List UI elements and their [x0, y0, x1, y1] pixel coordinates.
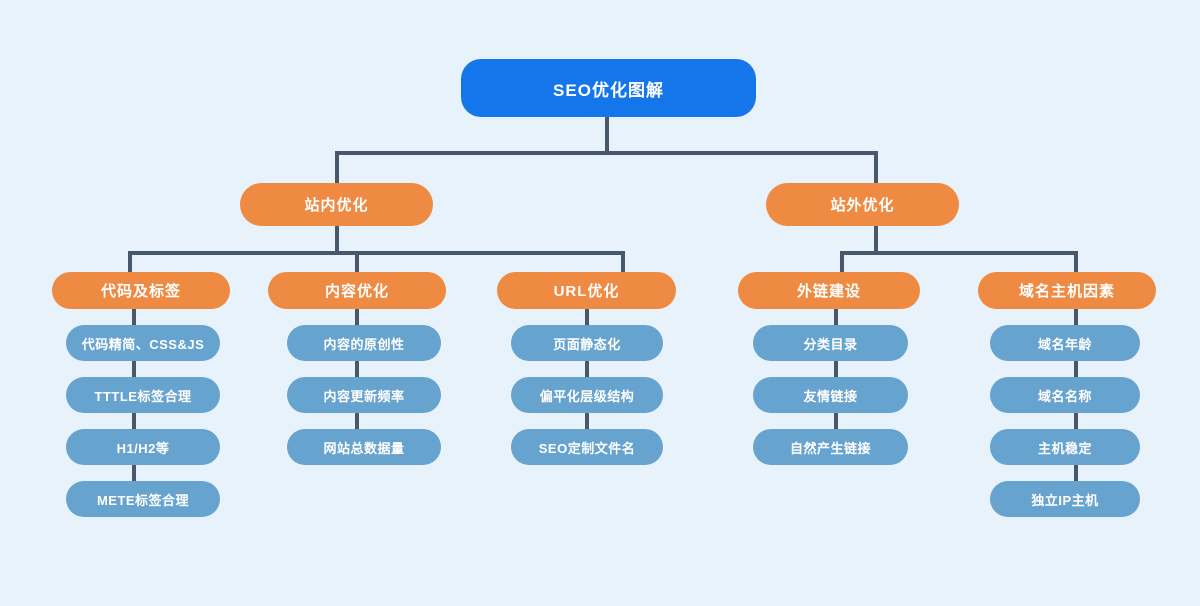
connector-onsite-bus [128, 251, 625, 273]
node-leaf: 内容更新频率 [287, 377, 441, 413]
node-branch-label: 站内优化 [304, 197, 369, 214]
node-group-url: URL优化 [497, 272, 676, 309]
node-leaf: 网站总数据量 [287, 429, 441, 465]
node-root: SEO优化图解 [461, 59, 756, 117]
node-leaf-label: 偏平化层级结构 [539, 388, 635, 404]
node-leaf-label: METE标签合理 [96, 492, 190, 508]
node-branch-label: 站外优化 [830, 197, 895, 214]
node-leaf: METE标签合理 [66, 481, 220, 517]
node-group-label: URL优化 [553, 283, 620, 300]
connector-root-bus [335, 151, 878, 183]
node-leaf-label: SEO定制文件名 [538, 440, 636, 456]
node-leaf: 分类目录 [753, 325, 908, 361]
node-leaf: TTTLE标签合理 [66, 377, 220, 413]
node-leaf-label: 独立IP主机 [1031, 492, 1099, 508]
node-leaf-label: 内容的原创性 [323, 336, 405, 352]
node-leaf: H1/H2等 [66, 429, 220, 465]
node-leaf: SEO定制文件名 [511, 429, 663, 465]
node-leaf: 域名年龄 [990, 325, 1140, 361]
node-leaf: 友情链接 [753, 377, 908, 413]
node-root-label: SEO优化图解 [553, 80, 664, 100]
node-leaf: 主机稳定 [990, 429, 1140, 465]
node-group-domain-host: 域名主机因素 [978, 272, 1156, 309]
node-leaf: 代码精简、CSS&JS [66, 325, 220, 361]
node-leaf-label: 友情链接 [803, 388, 858, 404]
node-leaf-label: 分类目录 [803, 336, 858, 352]
node-leaf: 域名名称 [990, 377, 1140, 413]
node-group-backlinks: 外链建设 [738, 272, 920, 309]
node-leaf-label: 内容更新频率 [323, 388, 405, 404]
node-leaf-label: 网站总数据量 [323, 440, 405, 456]
node-group-code-tags: 代码及标签 [52, 272, 230, 309]
node-leaf: 页面静态化 [511, 325, 663, 361]
node-leaf: 自然产生链接 [753, 429, 908, 465]
node-leaf: 独立IP主机 [990, 481, 1140, 517]
node-leaf-label: 域名名称 [1037, 388, 1092, 404]
node-leaf-label: 主机稳定 [1037, 440, 1092, 456]
node-leaf-label: TTTLE标签合理 [94, 388, 192, 404]
connector-offsite-bus [840, 251, 1078, 273]
node-leaf-label: H1/H2等 [116, 440, 170, 456]
node-leaf-label: 代码精简、CSS&JS [81, 336, 205, 352]
node-leaf-label: 页面静态化 [553, 336, 621, 352]
node-group-label: 内容优化 [324, 283, 389, 300]
node-branch-onsite: 站内优化 [240, 183, 433, 226]
node-leaf-label: 域名年龄 [1037, 336, 1092, 352]
node-leaf: 偏平化层级结构 [511, 377, 663, 413]
node-group-label: 代码及标签 [100, 283, 181, 300]
node-leaf-label: 自然产生链接 [789, 440, 871, 456]
node-group-content: 内容优化 [268, 272, 446, 309]
node-group-label: 域名主机因素 [1018, 283, 1115, 300]
node-branch-offsite: 站外优化 [766, 183, 959, 226]
node-group-label: 外链建设 [796, 283, 861, 300]
node-leaf: 内容的原创性 [287, 325, 441, 361]
